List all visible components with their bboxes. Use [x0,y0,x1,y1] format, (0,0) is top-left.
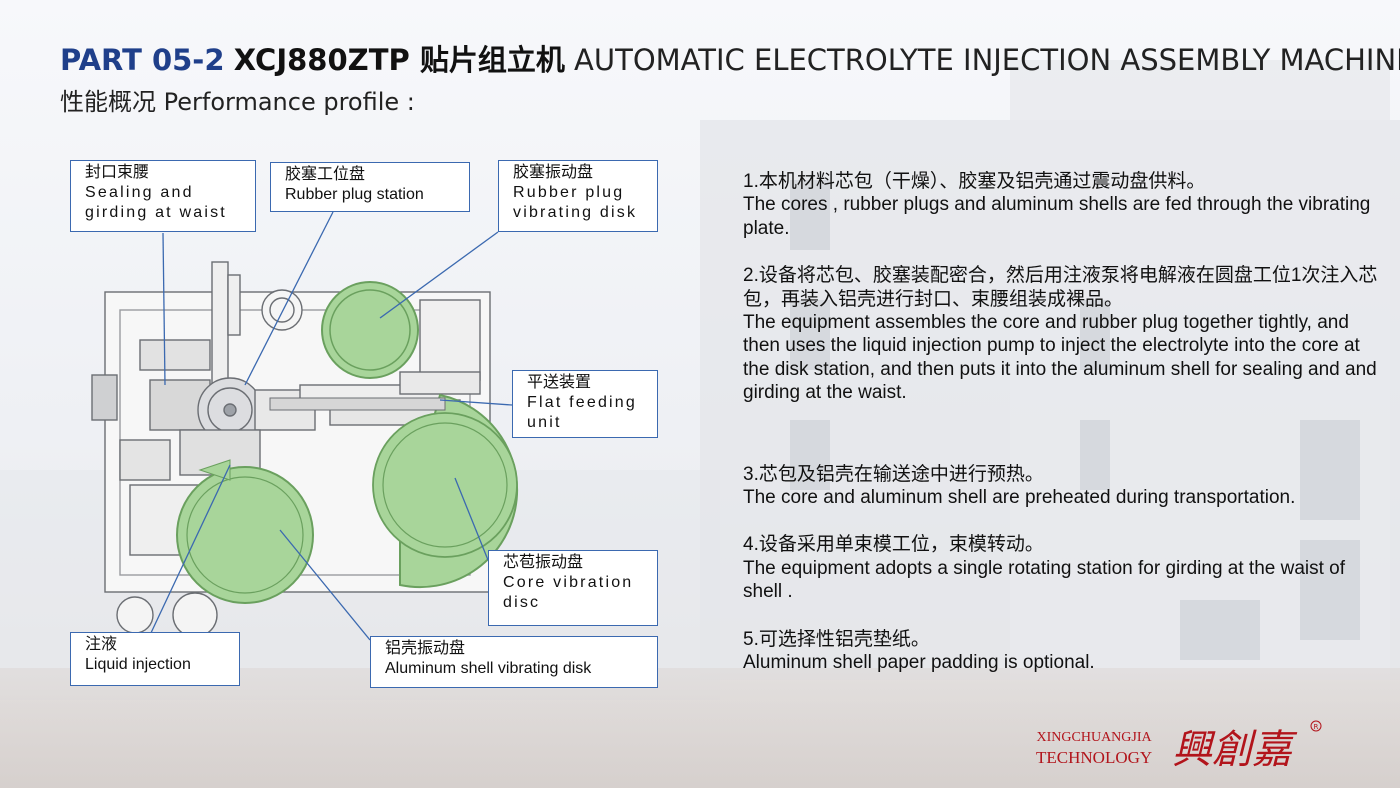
callout-zh: 铝壳振动盘 [385,640,466,657]
callout-en: Aluminum shell vibrating disk [385,660,592,677]
callout-en: Core vibration disc [503,574,634,611]
callout-sealing-girding: 封口束腰 Sealing and girding at waist [70,160,256,232]
description-zh: 5.可选择性铝壳垫纸。 [743,628,930,650]
callout-en: Flat feeding unit [527,394,638,431]
logo-line1: XINGCHUANGJIA [1036,730,1152,745]
part-number: PART 05-2 [60,43,225,77]
description-zh: 1.本机材料芯包（干燥）、胶塞及铝壳通过震动盘供料。 [743,171,1206,192]
page-title: PART 05-2 XCJ880ZTP 贴片组立机 AUTOMATIC ELEC… [60,40,1400,80]
callout-liquid-injection: 注液 Liquid injection [70,632,240,686]
description-en: Aluminum shell paper padding is optional… [743,652,1095,674]
callout-en: Sealing and girding at waist [85,184,227,221]
callout-zh: 芯苞振动盘 [503,554,584,571]
description-item: 4.设备采用单束模工位，束模转动。 The equipment adopts a… [743,533,1383,603]
company-logo-text: XINGCHUANGJIA TECHNOLOGY [1036,728,1152,768]
logo-line2: TECHNOLOGY [1036,748,1153,767]
model-name: XCJ880ZTP 贴片组立机 [233,43,565,77]
callout-zh: 注液 [85,636,118,653]
callout-zh: 胶塞振动盘 [513,164,594,181]
performance-description: 1.本机材料芯包（干燥）、胶塞及铝壳通过震动盘供料。 The cores , r… [743,170,1383,699]
description-zh: 2.设备将芯包、胶塞装配密合，然后用注液泵将电解液在圆盘工位1次注入芯包，再装入… [743,265,1378,310]
description-en: The equipment assembles the core and rub… [743,312,1377,404]
description-item: 1.本机材料芯包（干燥）、胶塞及铝壳通过震动盘供料。 The cores , r… [743,170,1383,240]
callout-en: Rubber plug vibrating disk [513,184,638,221]
callout-rubber-plug-station: 胶塞工位盘 Rubber plug station [270,162,470,212]
callout-aluminum-shell-vibrating-disk: 铝壳振动盘 Aluminum shell vibrating disk [370,636,658,688]
callout-flat-feeding-unit: 平送装置 Flat feeding unit [512,370,658,438]
core-vibration-disc-shape [372,393,519,589]
callout-zh: 封口束腰 [85,164,150,181]
description-en: The cores , rubber plugs and aluminum sh… [743,194,1371,239]
description-item: 5.可选择性铝壳垫纸。 Aluminum shell paper padding… [743,628,1383,675]
description-item: 2.设备将芯包、胶塞装配密合，然后用注液泵将电解液在圆盘工位1次注入芯包，再装入… [743,264,1383,404]
callout-en: Rubber plug station [285,186,424,203]
svg-text:R: R [1314,723,1319,731]
description-item: 3.芯包及铝壳在输送途中进行预热。 The core and aluminum … [743,463,1383,510]
description-en: The core and aluminum shell are preheate… [743,487,1296,509]
logo-mark-text: 興創嘉 [1172,727,1298,773]
english-title: AUTOMATIC ELECTROLYTE INJECTION ASSEMBLY… [574,43,1400,77]
callout-zh: 平送装置 [527,374,592,391]
company-logo-mark: 興創嘉 R [1172,720,1322,773]
callout-zh: 胶塞工位盘 [285,166,366,183]
callout-rubber-plug-vibrating-disk: 胶塞振动盘 Rubber plug vibrating disk [498,160,658,232]
rubber-plug-disc-shape [321,281,419,379]
callout-en: Liquid injection [85,656,191,673]
description-en: The equipment adopts a single rotating s… [743,557,1346,603]
callout-core-vibration-disc: 芯苞振动盘 Core vibration disc [488,550,658,626]
machine-top-view-diagram [91,211,519,641]
subtitle: 性能概况 Performance profile : [60,88,415,116]
aluminum-shell-disc-shape [176,459,314,604]
description-zh: 3.芯包及铝壳在输送途中进行预热。 [743,463,1044,485]
description-zh: 4.设备采用单束模工位，束模转动。 [743,534,1044,556]
